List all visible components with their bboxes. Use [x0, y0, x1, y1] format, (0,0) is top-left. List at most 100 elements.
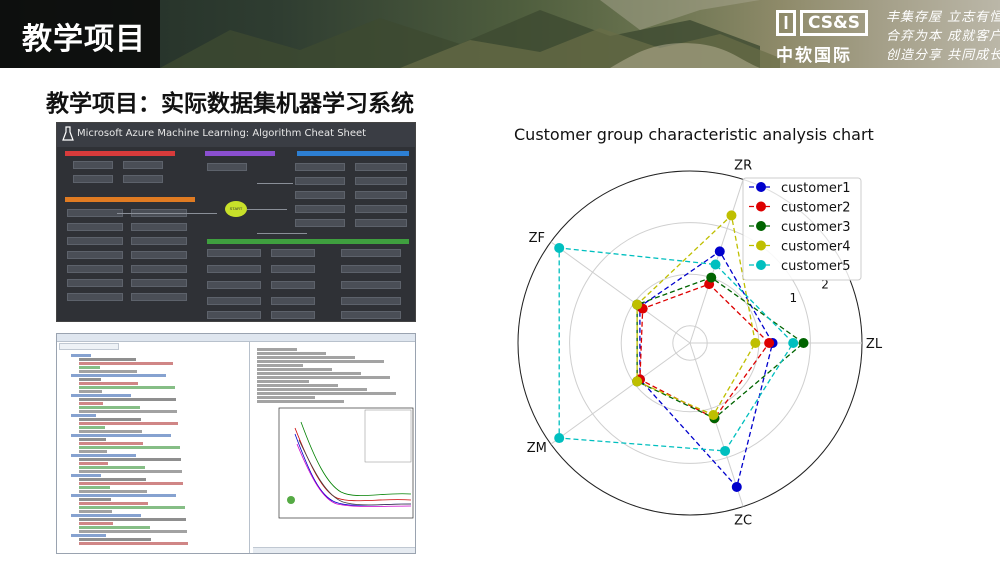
code-line	[79, 366, 100, 369]
azure-algorithm-box	[131, 293, 187, 301]
azure-algorithm-box	[73, 175, 113, 183]
legend-box	[742, 177, 862, 281]
azure-algorithm-box	[271, 281, 315, 289]
code-line	[71, 514, 141, 517]
banner-title: 教学项目	[22, 22, 146, 57]
azure-algorithm-box	[67, 293, 123, 301]
code-line	[79, 386, 175, 389]
radar-chart: ZLZRZFZMZC12customer1customer2customer3c…	[517, 158, 883, 529]
radar-series-line	[558, 247, 795, 452]
azure-algorithm-box	[67, 209, 123, 217]
legend-swatch-marker	[756, 201, 766, 212]
code-line	[79, 470, 182, 473]
code-line	[79, 462, 108, 465]
header-banner: 教学项目 I CS&S 中软国际 丰集存屋 立志有恒 合弃为本 成就客户 创造分…	[0, 0, 1000, 68]
code-line	[79, 538, 151, 541]
azure-title: Microsoft Azure Machine Learning: Algori…	[77, 128, 367, 139]
legend-swatch-marker	[756, 221, 766, 231]
azure-algorithm-box	[295, 191, 345, 199]
radar-data-point	[708, 409, 719, 420]
legend-swatch-marker	[756, 260, 766, 270]
azure-algorithm-box	[207, 297, 261, 305]
console-line	[257, 400, 344, 403]
code-line	[71, 454, 136, 457]
azure-algorithm-box	[355, 163, 407, 171]
volatility-plot	[278, 407, 414, 519]
code-line	[79, 398, 176, 401]
console-line	[257, 372, 361, 375]
azure-header: Microsoft Azure Machine Learning: Algori…	[57, 123, 415, 147]
code-line	[79, 530, 187, 533]
code-line	[79, 402, 103, 405]
radar-axis-label: ZL	[866, 337, 883, 352]
code-line	[71, 434, 171, 437]
azure-algorithm-box	[295, 163, 345, 171]
azure-category-band	[297, 151, 409, 156]
azure-algorithm-box	[271, 265, 315, 273]
code-line	[79, 406, 140, 409]
radar-axis-label: ZC	[734, 514, 752, 529]
code-line	[79, 542, 188, 545]
code-line	[79, 378, 101, 381]
landscape-image	[160, 0, 780, 68]
azure-algorithm-box	[67, 237, 123, 245]
ide-console-tabs	[253, 547, 415, 553]
code-line	[79, 382, 138, 385]
radar-data-point	[632, 299, 643, 310]
azure-category-band	[65, 151, 175, 156]
legend-entry: customer2	[781, 201, 851, 216]
azure-algorithm-box	[341, 297, 401, 305]
legend-entry: customer1	[781, 181, 851, 196]
radar-data-point	[632, 376, 643, 387]
code-line	[79, 390, 102, 393]
azure-algorithm-box	[295, 205, 345, 213]
azure-category-band	[65, 197, 195, 202]
radar-data-point	[720, 445, 731, 456]
code-line	[79, 446, 180, 449]
radar-tick-label: 1	[789, 291, 797, 305]
azure-algorithm-box	[123, 175, 163, 183]
azure-algorithm-box	[123, 161, 163, 169]
banner-title-box: 教学项目	[0, 0, 160, 68]
console-line	[257, 392, 396, 395]
azure-algorithm-box	[295, 177, 345, 185]
azure-algorithm-box	[131, 237, 187, 245]
code-line	[79, 478, 146, 481]
azure-algorithm-box	[271, 297, 315, 305]
code-line	[79, 450, 107, 453]
slogan-line-3: 创造分享 共同成长	[886, 48, 1000, 63]
radar-axis-label: ZM	[527, 441, 547, 456]
radar-data-point	[731, 481, 742, 492]
code-line	[79, 506, 185, 509]
console-line	[257, 348, 297, 351]
radar-data-point	[764, 338, 775, 348]
console-line	[257, 368, 332, 371]
console-line	[257, 380, 309, 383]
console-line	[257, 388, 367, 391]
chart-title: Customer group characteristic analysis c…	[514, 125, 874, 144]
code-line	[71, 474, 101, 477]
console-line	[257, 356, 355, 359]
console-line	[257, 376, 390, 379]
code-line	[79, 410, 177, 413]
azure-algorithm-box	[207, 163, 247, 171]
code-line	[79, 442, 143, 445]
radar-series-line	[636, 276, 805, 420]
legend-swatch-marker	[756, 240, 766, 251]
azure-cheat-sheet-image: Microsoft Azure Machine Learning: Algori…	[56, 122, 416, 322]
radar-data-point	[714, 246, 725, 257]
radar-spoke	[550, 342, 691, 445]
code-line	[71, 414, 96, 417]
azure-algorithm-box	[341, 249, 401, 257]
code-line	[79, 522, 113, 525]
logo-text: CS&S	[800, 10, 868, 36]
code-line	[79, 458, 181, 461]
code-line	[79, 502, 148, 505]
azure-algorithm-box	[131, 265, 187, 273]
azure-algorithm-box	[73, 161, 113, 169]
logo-chinese-name: 中软国际	[776, 46, 852, 66]
azure-algorithm-box	[355, 219, 407, 227]
radar-data-point	[706, 272, 717, 283]
ide-pane-divider	[249, 342, 250, 553]
azure-connector-line	[117, 213, 217, 214]
